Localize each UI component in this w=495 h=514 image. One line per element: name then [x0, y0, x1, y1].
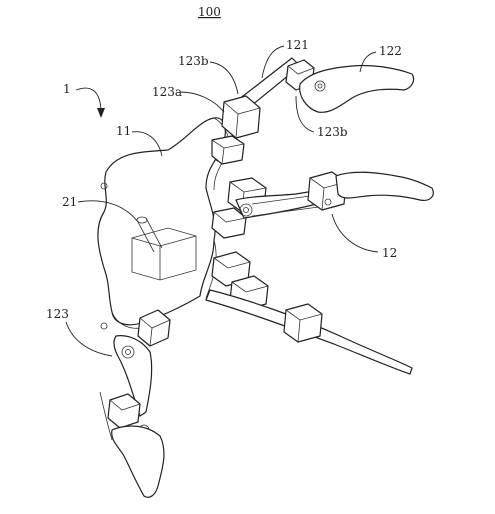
label-finger-joint: 121 — [286, 38, 309, 52]
finger-right-lower — [205, 251, 413, 375]
arrow-gripper — [75, 87, 102, 111]
leader-121 — [261, 45, 285, 79]
finger-upper — [211, 57, 415, 165]
leader-123 — [65, 321, 113, 357]
finger-lower-left — [99, 309, 171, 498]
finger-middle — [211, 171, 434, 239]
leader-122 — [359, 51, 377, 73]
label-base: 11 — [116, 124, 131, 138]
label-joint-a: 123a — [152, 85, 182, 99]
leader-123a — [179, 91, 225, 113]
label-gripper: 1 — [63, 82, 71, 96]
arrow-head — [97, 108, 105, 118]
leader-21 — [77, 200, 139, 223]
leader-123b-right — [295, 95, 315, 133]
leader-123b-top — [209, 61, 239, 95]
leader-11 — [131, 131, 163, 157]
label-finger: 12 — [382, 246, 397, 260]
base-body — [97, 117, 230, 330]
label-fingertip: 122 — [379, 44, 402, 58]
label-joint-b-top: 123b — [178, 54, 209, 68]
figure-title: 100 — [198, 5, 221, 19]
label-actuator: 21 — [62, 195, 77, 209]
label-joint-module: 123 — [46, 307, 69, 321]
leader-12 — [331, 213, 379, 253]
label-joint-b-right: 123b — [317, 125, 348, 139]
